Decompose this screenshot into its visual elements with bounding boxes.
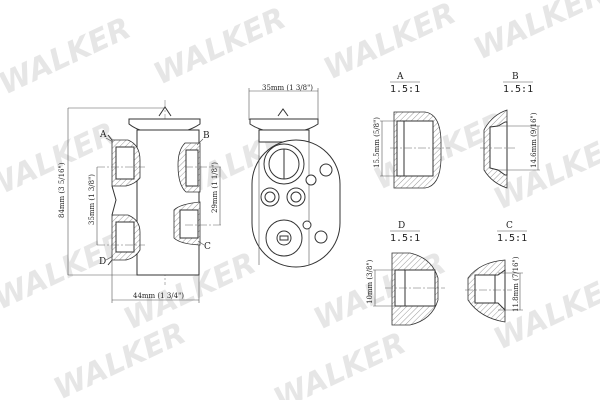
detail-dim: 15.5mm (5/8") — [373, 117, 381, 168]
watermark: WALKER — [49, 316, 192, 400]
detail-scale: 1.5:1 — [390, 233, 420, 244]
detail-scale: 1.5:1 — [503, 84, 533, 95]
label-a: A — [99, 130, 107, 140]
detail-b: B 1.5:1 14.6mm (9/16") — [480, 72, 540, 189]
dim-width: 44mm (1 3/4") — [133, 292, 184, 300]
label-c: C — [204, 242, 211, 252]
dim-height: 84mm (3 5/16") — [58, 162, 66, 218]
detail-dim: 10mm (3/8") — [366, 259, 374, 304]
label-b: B — [203, 131, 210, 141]
detail-label: C — [506, 221, 513, 231]
watermark: WALKER — [269, 326, 412, 400]
detail-a: A 1.5:1 15.5mm (5/8") — [373, 72, 450, 189]
watermark: WALKER — [469, 0, 600, 67]
watermark: WALKER — [0, 11, 136, 102]
dim-left-port-spacing: 35mm (1 3/8") — [88, 174, 96, 225]
detail-scale: 1.5:1 — [497, 233, 527, 244]
detail-label: D — [398, 221, 405, 231]
front-view: 84mm (3 5/16") 35mm (1 3/8") 29mm (1 1/8… — [58, 100, 222, 303]
detail-d: D 1.5:1 10mm (3/8") — [366, 221, 445, 326]
label-d: D — [99, 257, 106, 267]
dim-right-port-spacing: 29mm (1 1/8") — [211, 162, 219, 213]
detail-label: A — [396, 72, 404, 82]
side-dim-width: 35mm (1 3/8") — [262, 84, 313, 92]
watermark: WALKER — [149, 1, 292, 92]
detail-label: B — [512, 72, 519, 82]
detail-dim: 14.6mm (9/16") — [530, 112, 538, 168]
watermark: WALKER — [319, 0, 462, 87]
detail-c: C 1.5:1 11.8mm (7/16") — [465, 221, 527, 323]
side-view: 35mm (1 3/8") — [248, 84, 341, 268]
detail-dim: 11.8mm (7/16") — [512, 256, 520, 312]
detail-scale: 1.5:1 — [390, 84, 420, 95]
